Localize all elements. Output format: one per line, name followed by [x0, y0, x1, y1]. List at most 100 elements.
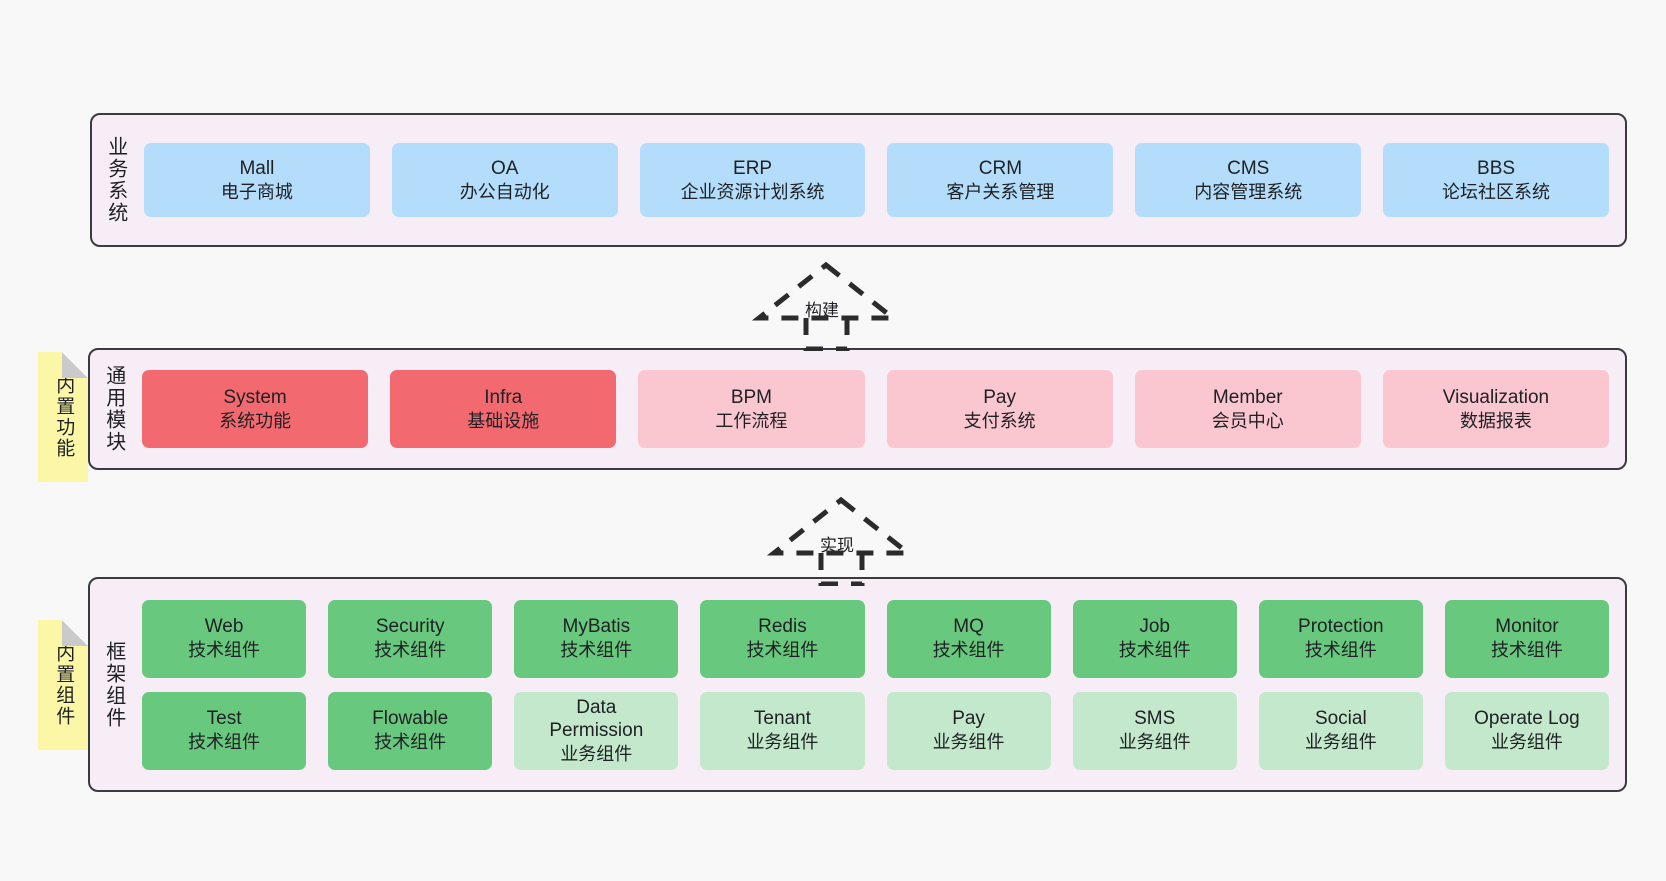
tile-title: Job [1139, 616, 1170, 638]
layer-business-systems: 业务系统 Mall 电子商城 OA 办公自动化 ERP 企业资源计划系统 CRM… [90, 113, 1627, 247]
tile-subtitle: 业务组件 [1490, 732, 1563, 753]
tile-title: BBS [1477, 157, 1516, 179]
tile-row: Mall 电子商城 OA 办公自动化 ERP 企业资源计划系统 CRM 客户关系… [144, 143, 1609, 217]
tile-mall[interactable]: Mall 电子商城 [144, 143, 370, 217]
tile-subtitle: 技术组件 [746, 640, 819, 661]
tile-title: OA [491, 157, 519, 179]
tile-subtitle: 业务组件 [1304, 732, 1377, 753]
connector-implement-arrow [766, 496, 916, 586]
tile-subtitle: 技术组件 [560, 640, 633, 661]
tile-subtitle: 技术组件 [932, 640, 1005, 661]
sticky-note-builtin-components: 内置组件 [38, 620, 88, 750]
tile-tenant[interactable]: Tenant 业务组件 [700, 691, 865, 770]
layer-body-framework-components: Web 技术组件 Security 技术组件 MyBatis 技术组件 Redi… [136, 579, 1625, 790]
tile-row: System 系统功能 Infra 基础设施 BPM 工作流程 Pay 支付系统… [142, 370, 1610, 448]
layer-body-common-modules: System 系统功能 Infra 基础设施 BPM 工作流程 Pay 支付系统… [136, 350, 1625, 468]
tile-title: Monitor [1495, 616, 1559, 638]
tile-crm[interactable]: CRM 客户关系管理 [887, 143, 1114, 217]
tile-subtitle: 电子商城 [220, 181, 293, 202]
tile-subtitle: 业务组件 [932, 732, 1005, 753]
tile-infra[interactable]: Infra 基础设施 [390, 370, 617, 448]
tile-erp[interactable]: ERP 企业资源计划系统 [639, 143, 866, 217]
connector-label-build: 构建 [805, 301, 839, 320]
layer-body-business-systems: Mall 电子商城 OA 办公自动化 ERP 企业资源计划系统 CRM 客户关系… [138, 115, 1625, 245]
tile-pay-component[interactable]: Pay 业务组件 [886, 691, 1051, 770]
tile-title: Pay [952, 708, 985, 730]
build-arrow-head [751, 261, 901, 321]
tile-title: Member [1212, 386, 1283, 408]
tile-system[interactable]: System 系统功能 [142, 370, 369, 448]
sticky-note-builtin-features: 内置功能 [38, 352, 88, 482]
tile-bbs[interactable]: BBS 论坛社区系统 [1383, 143, 1609, 217]
tile-title: Protection [1298, 616, 1384, 638]
tile-subtitle: 技术组件 [188, 732, 261, 753]
tile-subtitle: 业务组件 [1118, 732, 1191, 753]
tile-subtitle: 论坛社区系统 [1442, 181, 1551, 202]
tile-title: Operate Log [1474, 708, 1580, 730]
implement-arrow-stem [818, 553, 865, 586]
tile-security[interactable]: Security 技术组件 [328, 599, 493, 678]
tile-cms[interactable]: CMS 内容管理系统 [1135, 143, 1362, 217]
tile-title: MQ [953, 616, 984, 638]
layer-title-common-modules: 通用模块 [102, 365, 125, 453]
tile-web[interactable]: Web 技术组件 [142, 599, 307, 678]
tile-protection[interactable]: Protection 技术组件 [1258, 599, 1423, 678]
layer-title-framework-components: 框架组件 [102, 640, 125, 729]
tile-subtitle: 技术组件 [1304, 640, 1377, 661]
tile-mybatis[interactable]: MyBatis 技术组件 [514, 599, 679, 678]
tile-social[interactable]: Social 业务组件 [1258, 691, 1423, 770]
tile-flowable[interactable]: Flowable 技术组件 [328, 691, 493, 770]
tile-title: Pay [983, 386, 1016, 408]
tile-subtitle: 基础设施 [467, 410, 540, 431]
tile-title: Tenant [753, 708, 811, 730]
tile-title: SMS [1134, 708, 1176, 730]
tile-subtitle: 内容管理系统 [1194, 181, 1303, 202]
tile-subtitle: 支付系统 [963, 410, 1036, 431]
implement-arrow-head [766, 496, 916, 556]
connector-label-implement: 实现 [820, 536, 854, 555]
tile-mq[interactable]: MQ 技术组件 [886, 599, 1051, 678]
build-arrow-stem [803, 318, 850, 351]
tile-subtitle: 系统功能 [219, 410, 292, 431]
tile-subtitle: 技术组件 [1490, 640, 1563, 661]
tile-title: Test [206, 708, 242, 730]
tile-title: MyBatis [562, 616, 631, 638]
tile-title: CMS [1227, 157, 1270, 179]
tile-subtitle: 客户关系管理 [946, 181, 1055, 202]
tile-data-permission[interactable]: Data Permission 业务组件 [514, 691, 679, 770]
tile-title: Redis [758, 616, 807, 638]
tile-subtitle: 技术组件 [374, 732, 447, 753]
tile-subtitle: 会员中心 [1211, 410, 1284, 431]
tile-member[interactable]: Member 会员中心 [1134, 370, 1361, 448]
tile-sms[interactable]: SMS 业务组件 [1072, 691, 1237, 770]
tile-subtitle: 技术组件 [188, 640, 261, 661]
tile-title: System [223, 386, 287, 408]
tile-visualization[interactable]: Visualization 数据报表 [1382, 370, 1610, 448]
tile-subtitle: 企业资源计划系统 [680, 181, 825, 202]
tile-title: Flowable [372, 708, 449, 730]
tile-title: CRM [978, 157, 1023, 179]
tile-title: Infra [484, 386, 523, 408]
tile-pay[interactable]: Pay 支付系统 [886, 370, 1113, 448]
tile-subtitle: 技术组件 [374, 640, 447, 661]
tile-title: Mall [239, 157, 275, 179]
tile-title: Web [204, 616, 244, 638]
layer-framework-components: 框架组件 Web 技术组件 Security 技术组件 MyBatis 技术组件… [88, 577, 1627, 792]
tile-title: Security [375, 616, 445, 638]
tile-subtitle: 技术组件 [1118, 640, 1191, 661]
tile-redis[interactable]: Redis 技术组件 [700, 599, 865, 678]
tile-title: Data Permission [549, 696, 644, 742]
tile-subtitle: 业务组件 [560, 744, 633, 764]
tile-title: Social [1314, 708, 1367, 730]
tile-subtitle: 工作流程 [715, 410, 788, 431]
tile-title: ERP [733, 157, 773, 179]
tile-test[interactable]: Test 技术组件 [142, 691, 307, 770]
tile-operate-log[interactable]: Operate Log 业务组件 [1444, 691, 1609, 770]
tile-monitor[interactable]: Monitor 技术组件 [1444, 599, 1609, 678]
connector-build-arrow [751, 261, 901, 351]
tile-job[interactable]: Job 技术组件 [1072, 599, 1237, 678]
tile-subtitle: 业务组件 [746, 732, 819, 753]
tile-oa[interactable]: OA 办公自动化 [391, 143, 618, 217]
tile-bpm[interactable]: BPM 工作流程 [638, 370, 865, 448]
